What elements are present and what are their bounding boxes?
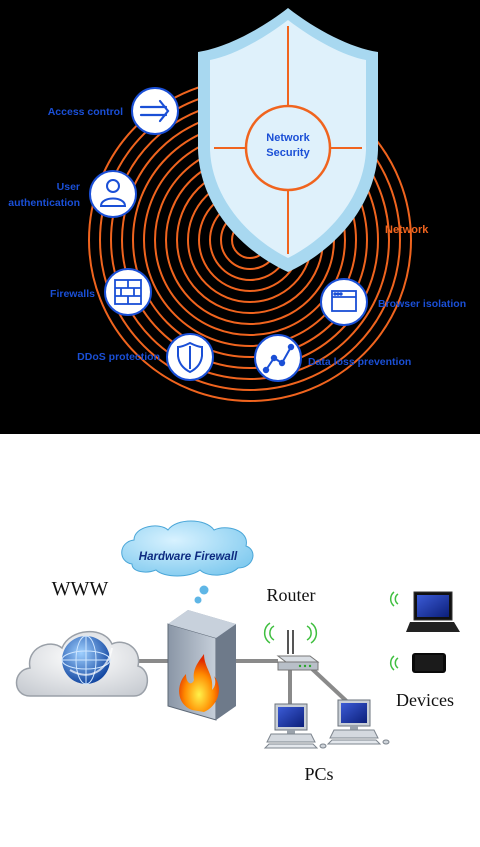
data-loss-prevention-label: Data loss prevention <box>308 356 411 368</box>
hardware-firewall-label: Hardware Firewall <box>139 551 238 563</box>
pc-icon <box>263 703 327 749</box>
firewalls-node <box>104 268 152 316</box>
www-label: WWW <box>52 578 109 600</box>
access-control-label: Access control <box>48 106 123 118</box>
laptop-icon <box>389 591 460 632</box>
network-security-panel: Network Security Network Access control … <box>0 0 480 434</box>
user-authentication-node <box>89 170 137 218</box>
router-icon <box>263 622 320 671</box>
ddos-protection-label: DDoS protection <box>77 351 160 363</box>
firewalls-label: Firewalls <box>50 288 95 300</box>
center-label-line2: Security <box>266 147 310 159</box>
browser-window-icon <box>331 290 357 312</box>
router-label: Router <box>267 585 316 605</box>
pc-icon <box>326 699 390 745</box>
security-shield <box>198 8 378 272</box>
user-icon <box>99 179 127 207</box>
devices-label: Devices <box>396 690 454 710</box>
user-auth-label-line2: authentication <box>8 197 80 209</box>
access-control-node <box>131 87 179 135</box>
network-label: Network <box>385 224 429 236</box>
hardware-firewall-bubble <box>121 520 254 604</box>
network-security-diagram: Network Security Network Access control … <box>8 8 466 402</box>
arrow-right-icon <box>139 99 170 123</box>
center-label-line1: Network <box>266 132 310 144</box>
ddos-protection-node <box>166 333 214 381</box>
user-auth-label-line1: User <box>57 181 80 193</box>
hardware-firewall-panel: Hardware Firewall WWW Router PCs <box>0 434 480 842</box>
globe-icon <box>61 635 113 685</box>
data-loss-prevention-node <box>254 334 302 382</box>
browser-isolation-node <box>320 278 368 326</box>
browser-isolation-label: Browser isolation <box>378 298 466 310</box>
tablet-icon <box>389 653 446 673</box>
line-chart-icon <box>262 343 295 374</box>
firewall-tower-icon <box>167 610 236 721</box>
brick-wall-icon <box>114 279 142 305</box>
pcs-label: PCs <box>304 764 333 784</box>
shield-icon <box>177 341 203 374</box>
hardware-firewall-diagram: Hardware Firewall WWW Router PCs <box>15 520 460 784</box>
